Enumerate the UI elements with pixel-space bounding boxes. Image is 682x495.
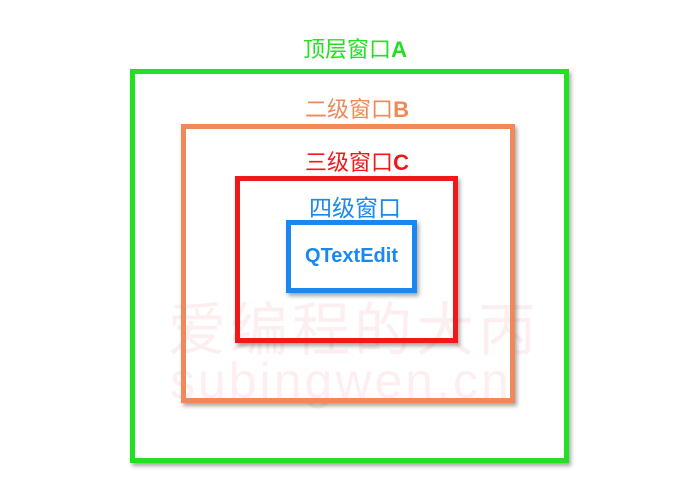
third-level-window-c-frame <box>235 176 458 343</box>
qtextedit-widget[interactable]: QTextEdit <box>286 220 417 293</box>
window-a-letter: A <box>391 37 407 62</box>
window-c-cn-text: 三级窗口 <box>305 151 394 176</box>
window-b-letter: B <box>393 97 409 122</box>
second-level-window-b-frame <box>181 124 515 403</box>
window-d-cn-text: 四级窗口 <box>309 196 401 222</box>
window-b-cn-text: 二级窗口 <box>305 98 394 123</box>
top-level-window-a-frame <box>130 69 569 463</box>
second-level-window-b-label: 二级窗口B <box>305 92 409 124</box>
window-c-letter: C <box>393 150 409 175</box>
fourth-level-window-label: 四级窗口 <box>309 189 401 223</box>
qtextedit-label: QTextEdit <box>305 245 398 267</box>
third-level-window-c-label: 三级窗口C <box>305 145 409 177</box>
window-a-cn-text: 顶层窗口 <box>303 38 392 63</box>
top-level-window-a-label: 顶层窗口A <box>303 32 407 64</box>
